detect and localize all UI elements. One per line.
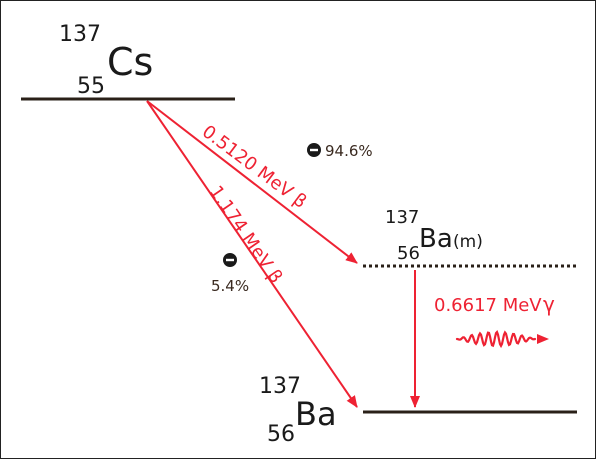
parent-element-symbol: Cs xyxy=(107,40,153,84)
ground-nuclide-label: 137 56 Ba xyxy=(259,374,337,447)
ground-mass-number: 137 xyxy=(259,374,301,399)
parent-atomic-number: 55 xyxy=(77,74,105,99)
parent-mass-number: 137 xyxy=(59,22,101,47)
gamma-symbol: γ xyxy=(543,292,555,316)
beta-arrow-to-metastable xyxy=(146,100,358,264)
ground-element-symbol: Ba xyxy=(295,395,337,433)
branch-percent-metastable: 94.6% xyxy=(325,142,373,160)
beta-energy-label-ground: 1.174 MeV β xyxy=(205,182,287,287)
beta-minus-icon xyxy=(223,253,237,267)
metastable-element-symbol: Ba xyxy=(419,224,453,254)
gamma-energy-label: 0.6617 MeV xyxy=(434,295,542,316)
metastable-atomic-number: 56 xyxy=(397,243,420,264)
ground-atomic-number: 56 xyxy=(267,422,295,447)
branch-percent-ground: 5.4% xyxy=(211,277,249,295)
parent-nuclide-label: 137 55 Cs xyxy=(59,22,153,99)
metastable-mass-number: 137 xyxy=(385,207,419,228)
metastable-nuclide-label: 137 56 Ba (m) xyxy=(385,207,483,264)
beta-arrow-to-ground xyxy=(146,100,358,408)
photon-wave-icon xyxy=(455,330,549,349)
beta-minus-icon xyxy=(307,143,321,157)
metastable-state-label: (m) xyxy=(453,232,483,252)
